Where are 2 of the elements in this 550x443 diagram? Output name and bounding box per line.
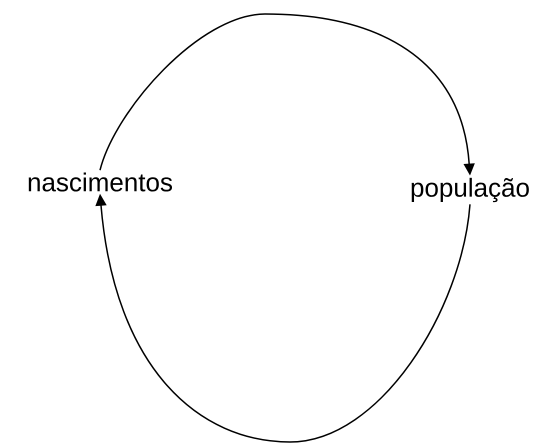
text-label: nascimentos bbox=[28, 172, 172, 192]
text-label: população bbox=[412, 178, 529, 202]
